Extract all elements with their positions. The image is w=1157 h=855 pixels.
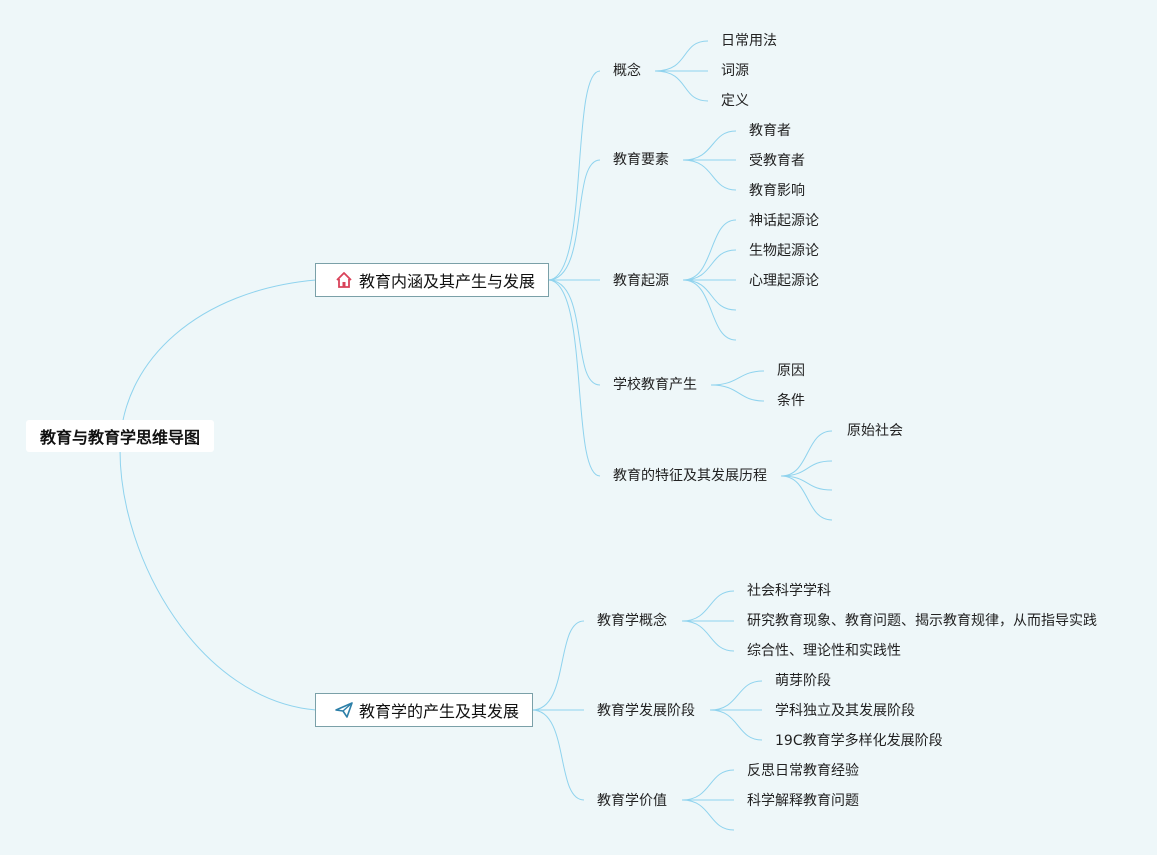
root-node[interactable]: 教育与教育学思维导图: [26, 420, 214, 452]
connector-concept-1: [654, 40, 709, 72]
leaf-reason[interactable]: 原因: [777, 363, 805, 379]
node-pedagogy-value[interactable]: 教育学价值: [597, 793, 667, 809]
connector-school-1: [710, 370, 765, 386]
connector-b1-features: [547, 279, 601, 477]
leaf-biological-origin[interactable]: 生物起源论: [749, 243, 819, 259]
connector-root-branch1: [119, 279, 317, 451]
connector-features-2: [780, 460, 833, 477]
branch-label: 教育内涵及其产生与发展: [359, 272, 536, 291]
leaf-research-object[interactable]: 研究教育现象、教育问题、揭示教育规律，从而指导实践: [747, 613, 1097, 629]
connector-origin-5: [682, 279, 737, 341]
leaf-reflect-experience[interactable]: 反思日常教育经验: [747, 763, 859, 779]
connector-value-1: [681, 769, 735, 801]
leaf-characteristics[interactable]: 综合性、理论性和实践性: [747, 643, 901, 659]
node-concept[interactable]: 概念: [613, 63, 641, 79]
connector-features-1: [780, 430, 833, 477]
leaf-definition[interactable]: 定义: [721, 93, 749, 109]
connector-b2concept-3: [681, 620, 735, 652]
node-education-elements[interactable]: 教育要素: [613, 152, 669, 168]
connector-elements-3: [682, 159, 737, 191]
connector-b2-value: [531, 709, 585, 801]
leaf-myth-origin[interactable]: 神话起源论: [749, 213, 819, 229]
connector-b2-concept: [531, 620, 585, 711]
node-education-origin[interactable]: 教育起源: [613, 273, 669, 289]
connector-school-2: [710, 384, 765, 402]
leaf-independent-stage[interactable]: 学科独立及其发展阶段: [775, 703, 915, 719]
node-pedagogy-stages[interactable]: 教育学发展阶段: [597, 703, 695, 719]
branch-node-pedagogy-origin[interactable]: 教育学的产生及其发展: [315, 693, 533, 727]
connector-b1-elements: [547, 159, 601, 281]
connector-concept-3: [654, 70, 709, 102]
root-label: 教育与教育学思维导图: [39, 428, 200, 447]
branch-label: 教育学的产生及其发展: [359, 702, 520, 721]
connector-b1-concept: [547, 70, 601, 281]
connector-elements-1: [682, 130, 737, 161]
leaf-etymology[interactable]: 词源: [721, 63, 749, 79]
connector-features-4: [780, 475, 833, 521]
leaf-social-science[interactable]: 社会科学学科: [747, 583, 831, 599]
leaf-condition[interactable]: 条件: [777, 393, 805, 409]
leaf-primitive-society[interactable]: 原始社会: [847, 423, 903, 439]
leaf-psychological-origin[interactable]: 心理起源论: [749, 273, 819, 289]
branch-node-education-connotation[interactable]: 教育内涵及其产生与发展: [315, 263, 549, 297]
connector-origin-4: [682, 279, 737, 311]
leaf-daily-usage[interactable]: 日常用法: [721, 33, 777, 49]
node-education-features[interactable]: 教育的特征及其发展历程: [613, 468, 767, 484]
connector-stages-3: [709, 709, 763, 741]
connector-b1-school: [547, 279, 601, 386]
home-icon: [334, 270, 354, 290]
connector-root-branch2: [119, 449, 317, 711]
connector-b2concept-1: [681, 590, 735, 622]
connector-origin-1: [682, 219, 737, 281]
leaf-educatee[interactable]: 受教育者: [749, 153, 805, 169]
connector-stages-1: [709, 680, 763, 711]
leaf-education-influence[interactable]: 教育影响: [749, 183, 805, 199]
paper-plane-icon: [334, 700, 354, 720]
node-pedagogy-concept[interactable]: 教育学概念: [597, 613, 667, 629]
node-school-education[interactable]: 学校教育产生: [613, 377, 697, 393]
connector-features-3: [780, 475, 833, 491]
leaf-diversified-stage[interactable]: 19C教育学多样化发展阶段: [775, 733, 943, 749]
connector-origin-2: [682, 249, 737, 281]
leaf-budding-stage[interactable]: 萌芽阶段: [775, 673, 831, 689]
leaf-explain-problems[interactable]: 科学解释教育问题: [747, 793, 859, 809]
leaf-educator[interactable]: 教育者: [749, 123, 791, 139]
connector-value-3: [681, 799, 735, 831]
